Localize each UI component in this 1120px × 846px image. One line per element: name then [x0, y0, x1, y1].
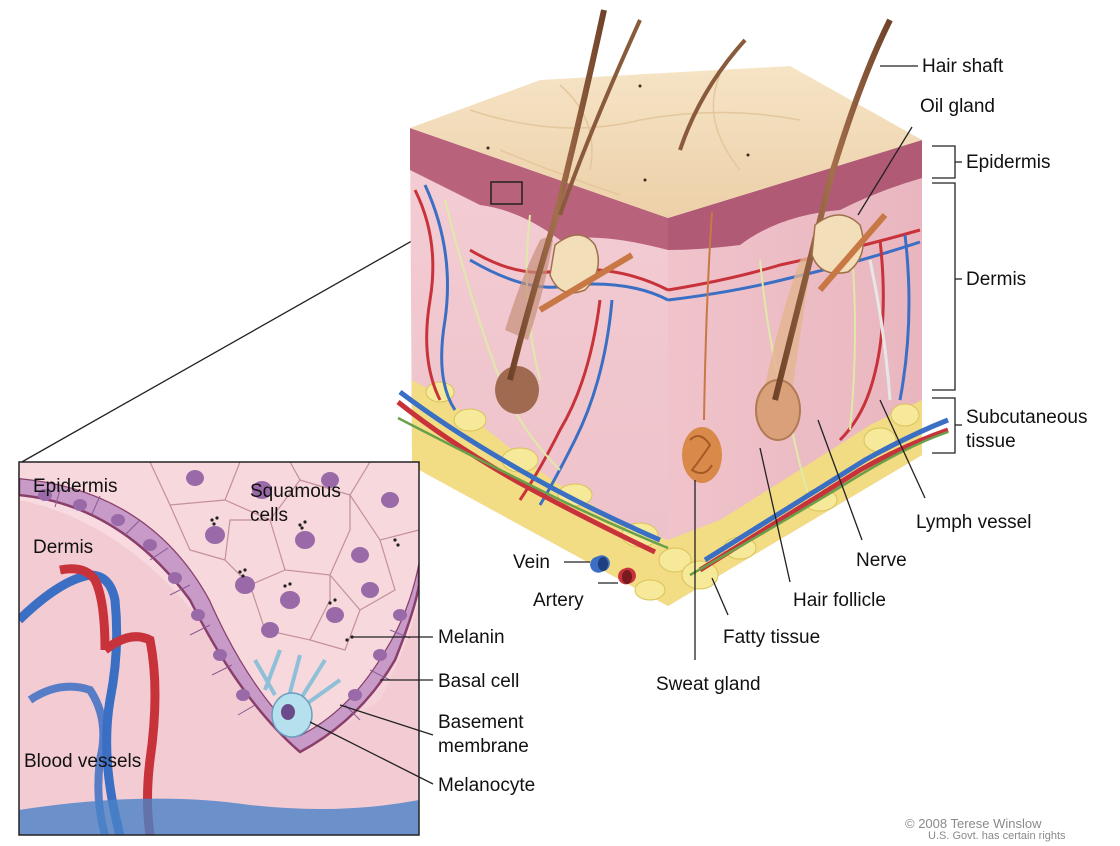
label-lymph-vessel: Lymph vessel	[916, 512, 1031, 534]
label-tissue: tissue	[966, 431, 1016, 453]
credit-line-2: U.S. Govt. has certain rights	[928, 830, 1066, 842]
inset-label-squamous: Squamous	[250, 481, 341, 503]
credit-line-1: © 2008 Terese Winslow	[905, 816, 1042, 831]
inset-label-melanin: Melanin	[438, 627, 505, 649]
inset-label-basement: Basement	[438, 712, 524, 734]
label-hair-follicle: Hair follicle	[793, 590, 886, 612]
label-oil-gland: Oil gland	[920, 96, 995, 118]
label-epidermis: Epidermis	[966, 152, 1050, 174]
label-nerve: Nerve	[856, 550, 907, 572]
label-dermis: Dermis	[966, 269, 1026, 291]
label-fatty-tissue: Fatty tissue	[723, 627, 820, 649]
inset-label-basal-cell: Basal cell	[438, 671, 519, 693]
label-vein: Vein	[513, 552, 550, 574]
inset-label-epidermis: Epidermis	[33, 476, 117, 498]
label-sweat-gland: Sweat gland	[656, 674, 761, 696]
inset-label-cells: cells	[250, 505, 288, 527]
artery-lumen	[622, 570, 632, 584]
inset-label-dermis: Dermis	[33, 537, 93, 559]
inset-label-blood-vessels: Blood vessels	[24, 751, 141, 773]
label-artery: Artery	[533, 590, 584, 612]
vein-lumen	[598, 557, 608, 571]
label-hair-shaft: Hair shaft	[922, 56, 1003, 78]
inset-label-membrane: membrane	[438, 736, 529, 758]
inset-magnified-view	[19, 462, 419, 835]
skin-block	[398, 10, 948, 606]
label-subcutaneous: Subcutaneous	[966, 407, 1088, 429]
inset-label-melanocyte: Melanocyte	[438, 775, 535, 797]
oil-gland-right	[812, 215, 863, 273]
